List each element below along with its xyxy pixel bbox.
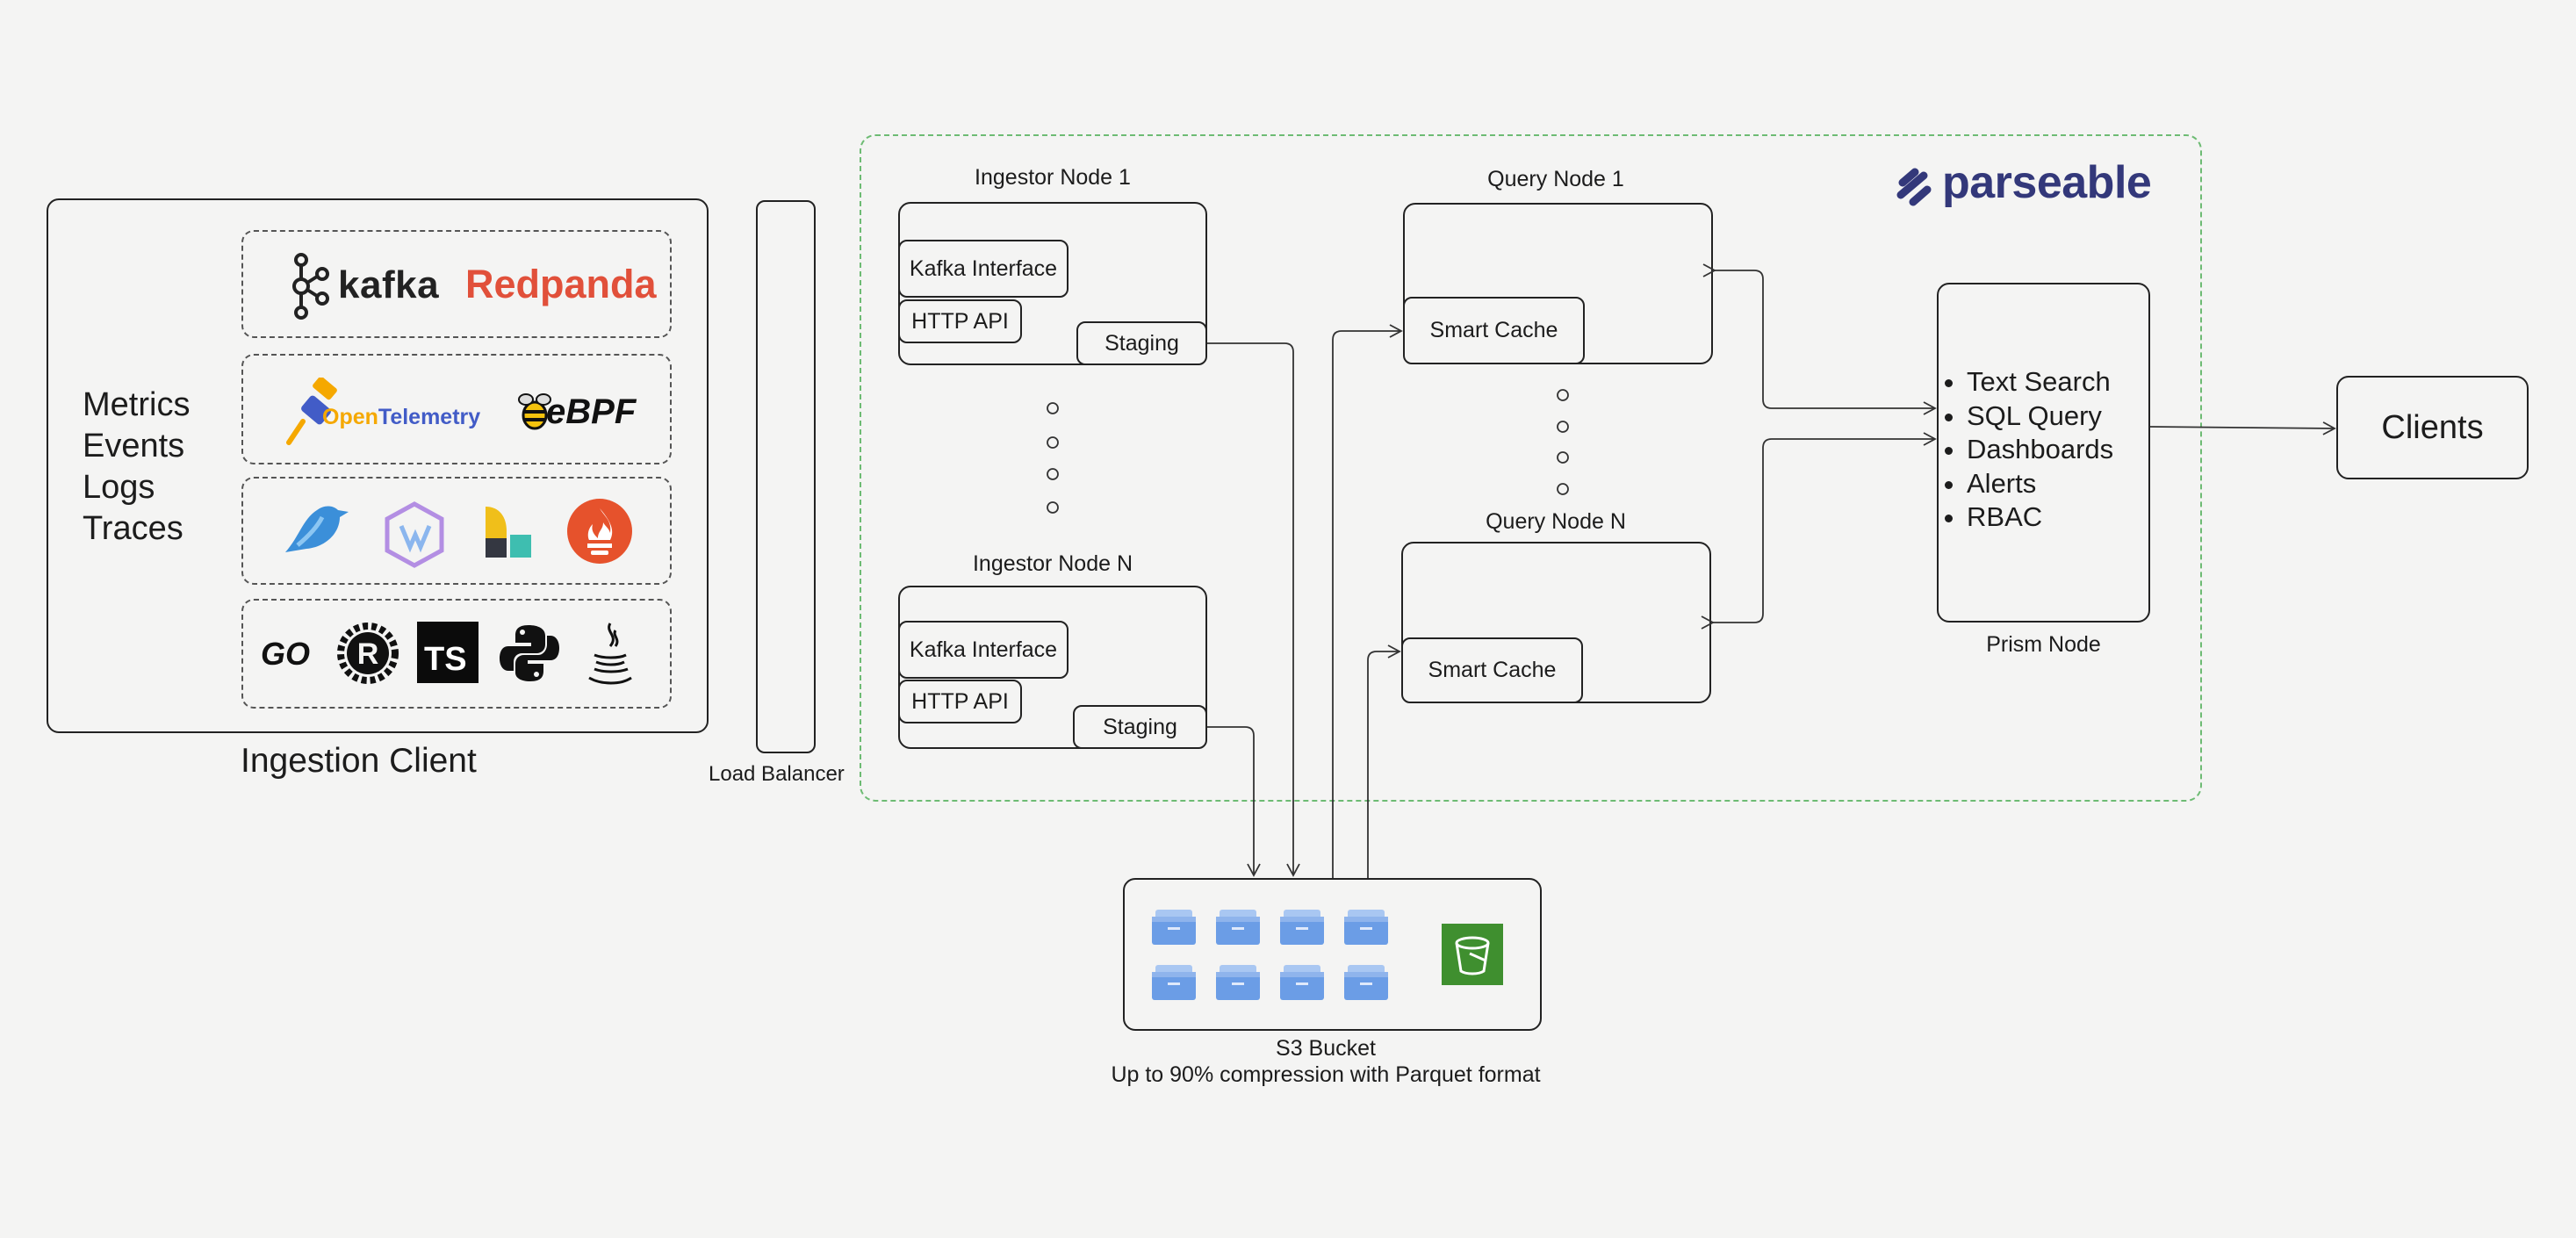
folder-icon: [1214, 963, 1262, 1002]
ebpf-logo-text: eBPF: [546, 392, 637, 431]
prism-node-box: Text Search SQL Query Dashboards Alerts …: [1937, 283, 2150, 623]
svg-text:R: R: [357, 637, 379, 671]
ingestor-node-1-title: Ingestor Node 1: [975, 165, 1131, 190]
feature-sql-query: SQL Query: [1967, 399, 2113, 434]
folder-icon: [1150, 908, 1198, 946]
clients-box: Clients: [2336, 376, 2529, 479]
load-balancer-label: Load Balancer: [709, 762, 845, 786]
signal-metrics: Metrics: [83, 386, 191, 423]
opentelemetry-icon: [286, 378, 337, 445]
vector-hexagon-icon: [385, 501, 444, 568]
kafka-logo-text: kafka: [338, 263, 440, 306]
query-dot-2: [1557, 421, 1569, 433]
rust-icon: R: [337, 623, 399, 684]
arrow-prism-query-n: [1701, 432, 1937, 630]
prism-feature-list: Text Search SQL Query Dashboards Alerts …: [1949, 365, 2113, 535]
signal-events: Events: [83, 428, 185, 464]
redpanda-logo-text: Redpanda: [465, 262, 657, 306]
prometheus-icon: [567, 499, 632, 564]
folder-icon: [1278, 963, 1326, 1002]
bird-icon: [285, 506, 349, 552]
python-icon: [500, 625, 559, 681]
ingestor-dot-2: [1047, 436, 1059, 449]
clients-label: Clients: [2381, 408, 2484, 446]
feature-rbac: RBAC: [1967, 500, 2113, 535]
feature-text-search: Text Search: [1967, 365, 2113, 399]
ingestion-client-box: [47, 198, 709, 733]
query-dot-3: [1557, 451, 1569, 464]
query-n-smart-cache: Smart Cache: [1401, 637, 1583, 703]
shipper-sources-group: [241, 477, 672, 585]
ingestor-1-staging: Staging: [1076, 321, 1207, 365]
otel-open-text: Open: [322, 405, 378, 429]
s3-bucket-box: [1123, 878, 1542, 1031]
folder-icon: [1278, 908, 1326, 946]
s3-bucket-icon: [1442, 924, 1503, 985]
ingestor-n-http-api: HTTP API: [898, 680, 1022, 723]
ingestor-n-staging: Staging: [1073, 705, 1207, 749]
feature-dashboards: Dashboards: [1967, 433, 2113, 467]
ingestor-dot-1: [1047, 402, 1059, 414]
java-icon: [588, 623, 632, 685]
parseable-cluster-boundary: [860, 134, 2202, 802]
prism-node-label: Prism Node: [1986, 632, 2101, 657]
arrow-staging-1-to-s3: [1207, 342, 1300, 877]
query-1-smart-cache: Smart Cache: [1403, 297, 1585, 364]
sdk-sources-group: GO R TS: [241, 599, 672, 709]
load-balancer-box: [756, 200, 816, 753]
query-dot-4: [1557, 483, 1569, 495]
arrow-prism-to-clients: [2149, 421, 2336, 435]
ingestion-client-label: Ingestion Client: [241, 742, 477, 780]
typescript-icon: TS: [417, 622, 479, 683]
arrow-s3-to-query-n: [1367, 644, 1401, 878]
query-node-1-title: Query Node 1: [1487, 167, 1624, 191]
signal-logs: Logs: [83, 469, 155, 506]
s3-bucket-label: S3 Bucket: [1276, 1036, 1376, 1061]
ingestor-1-kafka-interface: Kafka Interface: [898, 240, 1069, 298]
folder-icon: [1342, 908, 1390, 946]
signal-traces: Traces: [83, 510, 183, 547]
otel-telemetry-text: Telemetry: [378, 405, 481, 429]
parseable-logo-icon: [1896, 168, 1932, 206]
ebpf-bee-icon: [518, 393, 551, 430]
go-logo-text: GO: [261, 636, 311, 672]
bucket-icon: [1455, 936, 1490, 975]
parseable-brand-text: parseable: [1942, 157, 2152, 208]
ingestor-dot-3: [1047, 468, 1059, 480]
folder-icon: [1214, 908, 1262, 946]
arrow-staging-n-to-s3: [1207, 726, 1261, 877]
ingestor-1-http-api: HTTP API: [898, 299, 1022, 343]
folder-icon: [1342, 963, 1390, 1002]
ellipsis-dots: [1047, 389, 1569, 514]
ingestor-dot-4: [1047, 501, 1059, 514]
ingestor-node-n-title: Ingestor Node N: [972, 551, 1133, 576]
opentelemetry-logo-text: OpenTelemetry: [322, 405, 480, 430]
folder-icon: [1150, 963, 1198, 1002]
arrow-prism-query-1: [1702, 263, 1937, 415]
ingestor-n-kafka-interface: Kafka Interface: [898, 621, 1069, 679]
kafka-icon: [292, 253, 329, 320]
typescript-logo-text: TS: [424, 641, 467, 678]
query-node-n-title: Query Node N: [1486, 509, 1626, 534]
s3-bucket-caption: Up to 90% compression with Parquet forma…: [1111, 1062, 1541, 1087]
streaming-sources-group: kafka Redpanda: [241, 230, 672, 338]
logstash-icon: [486, 507, 531, 558]
query-dot-1: [1557, 389, 1569, 401]
feature-alerts: Alerts: [1967, 467, 2113, 501]
telemetry-sources-group: OpenTelemetry eBPF: [241, 354, 672, 464]
arrow-s3-to-query-1: [1332, 324, 1403, 878]
